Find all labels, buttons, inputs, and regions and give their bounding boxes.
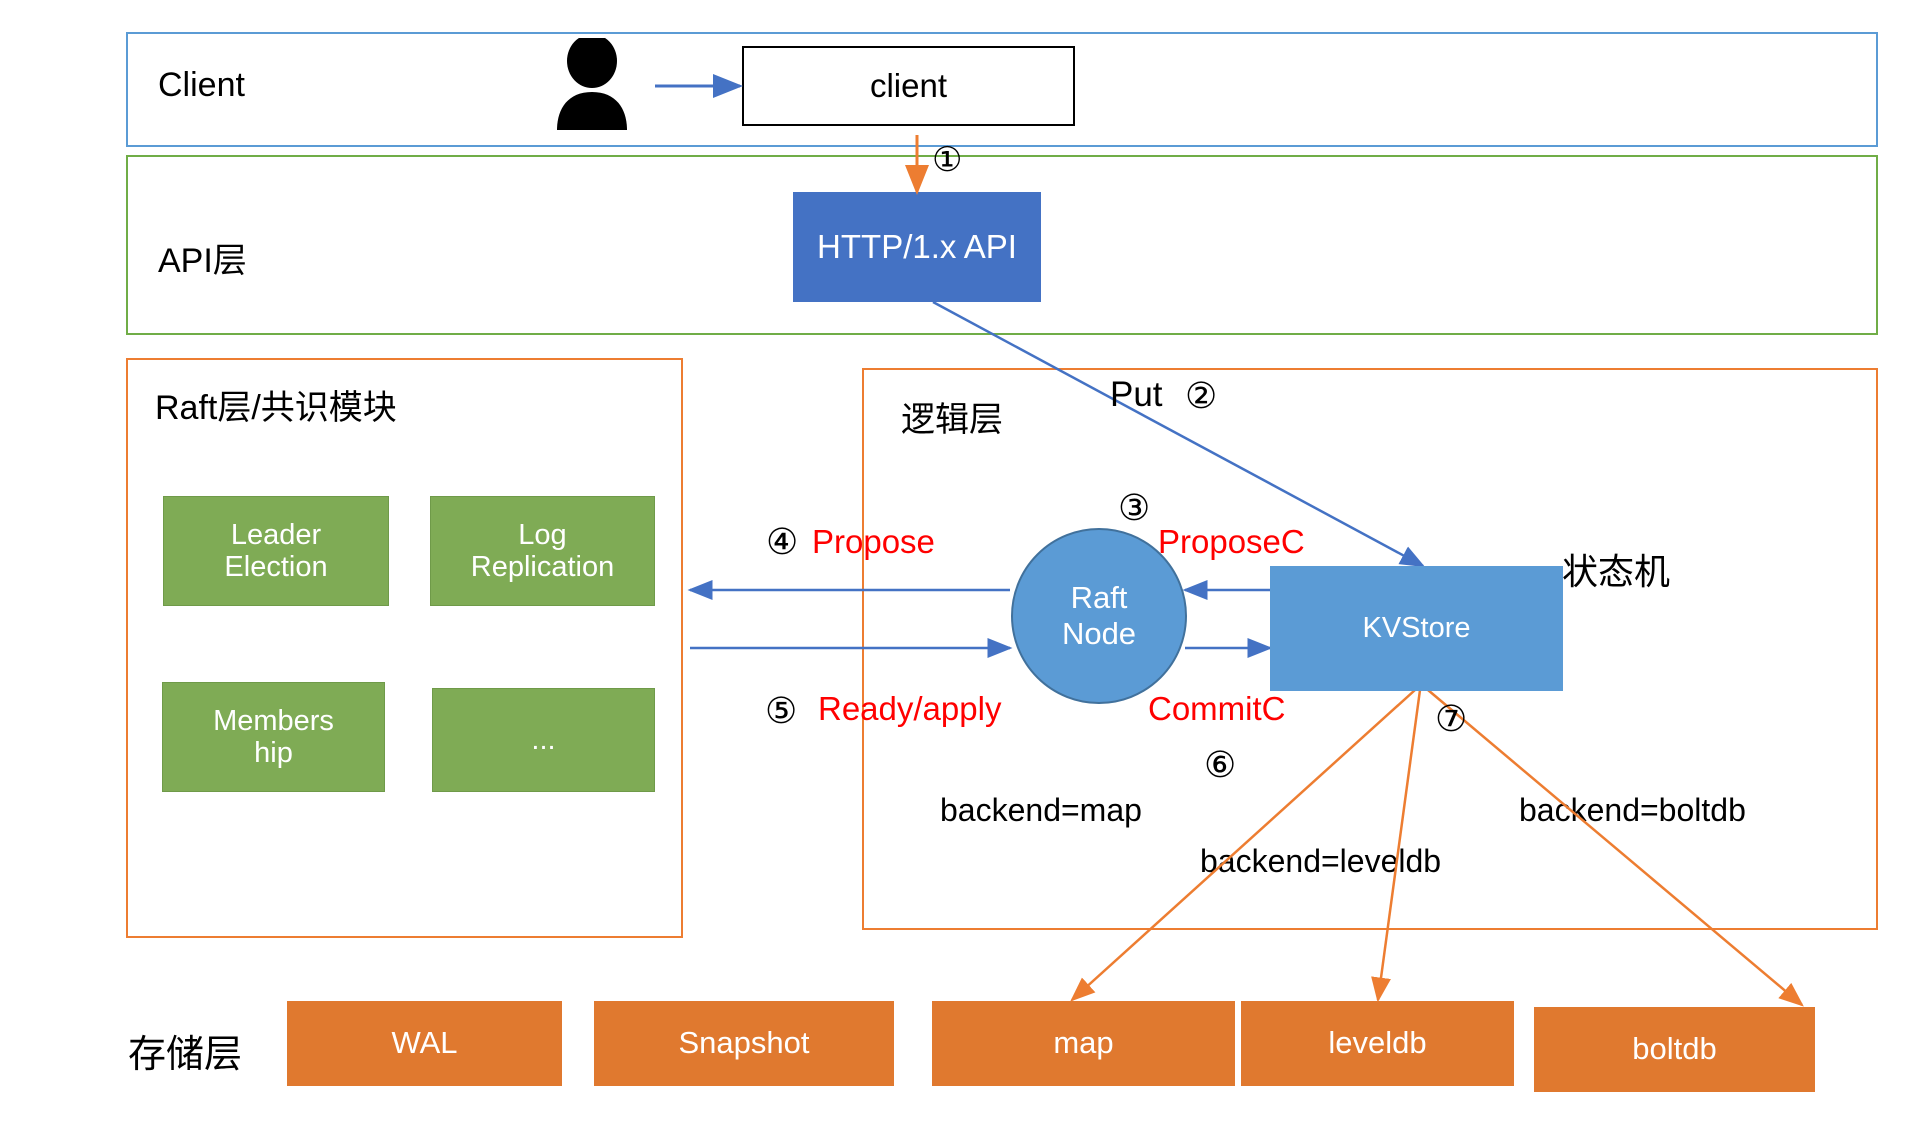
step-7-label: ⑦ — [1435, 698, 1468, 739]
step-3-label: ③ — [1118, 487, 1151, 528]
raft-module-leader-election[interactable]: Leader Election — [163, 496, 389, 606]
raft-layer-title: Raft层/共识模块 — [155, 389, 397, 427]
raft-module-log-replication[interactable]: Log Replication — [430, 496, 655, 606]
step-5-label: ⑤ — [765, 690, 798, 731]
logic-layer-title: 逻辑层 — [901, 401, 1003, 439]
storage-box-boltdb[interactable]: boltdb — [1534, 1007, 1815, 1092]
client-layer-container — [126, 32, 1878, 147]
client-layer-title: Client — [158, 66, 245, 104]
http-api-box[interactable]: HTTP/1.x API — [793, 192, 1041, 302]
storage-layer-title: 存储层 — [128, 1034, 243, 1076]
propose-label: Propose — [812, 523, 935, 560]
user-person-icon — [545, 34, 640, 135]
api-layer-title: API层 — [158, 242, 247, 280]
put-label: Put — [1110, 375, 1163, 414]
step-1-label: ① — [932, 141, 963, 179]
storage-box-leveldb[interactable]: leveldb — [1241, 1001, 1514, 1086]
raft-layer-container — [126, 358, 683, 938]
step-2-label: ② — [1185, 375, 1218, 416]
step-6-label: ⑥ — [1204, 744, 1237, 785]
state-machine-label: 状态机 — [1562, 551, 1671, 592]
raft-module-membership[interactable]: Members hip — [162, 682, 385, 792]
storage-box-map[interactable]: map — [932, 1001, 1235, 1086]
ready-apply-label: Ready/apply — [818, 690, 1002, 727]
raft-module-others[interactable]: ... — [432, 688, 655, 792]
kvstore-box[interactable]: KVStore — [1270, 566, 1563, 691]
commitc-label: CommitC — [1148, 690, 1286, 727]
backend-leveldb-label: backend=leveldb — [1200, 843, 1442, 879]
storage-box-snapshot[interactable]: Snapshot — [594, 1001, 894, 1086]
backend-map-label: backend=map — [940, 792, 1142, 828]
backend-boltdb-label: backend=boltdb — [1519, 792, 1746, 828]
proposec-label: ProposeC — [1158, 523, 1305, 560]
client-box[interactable]: client — [742, 46, 1075, 126]
storage-box-wal[interactable]: WAL — [287, 1001, 562, 1086]
step-4-label: ④ — [766, 521, 799, 562]
